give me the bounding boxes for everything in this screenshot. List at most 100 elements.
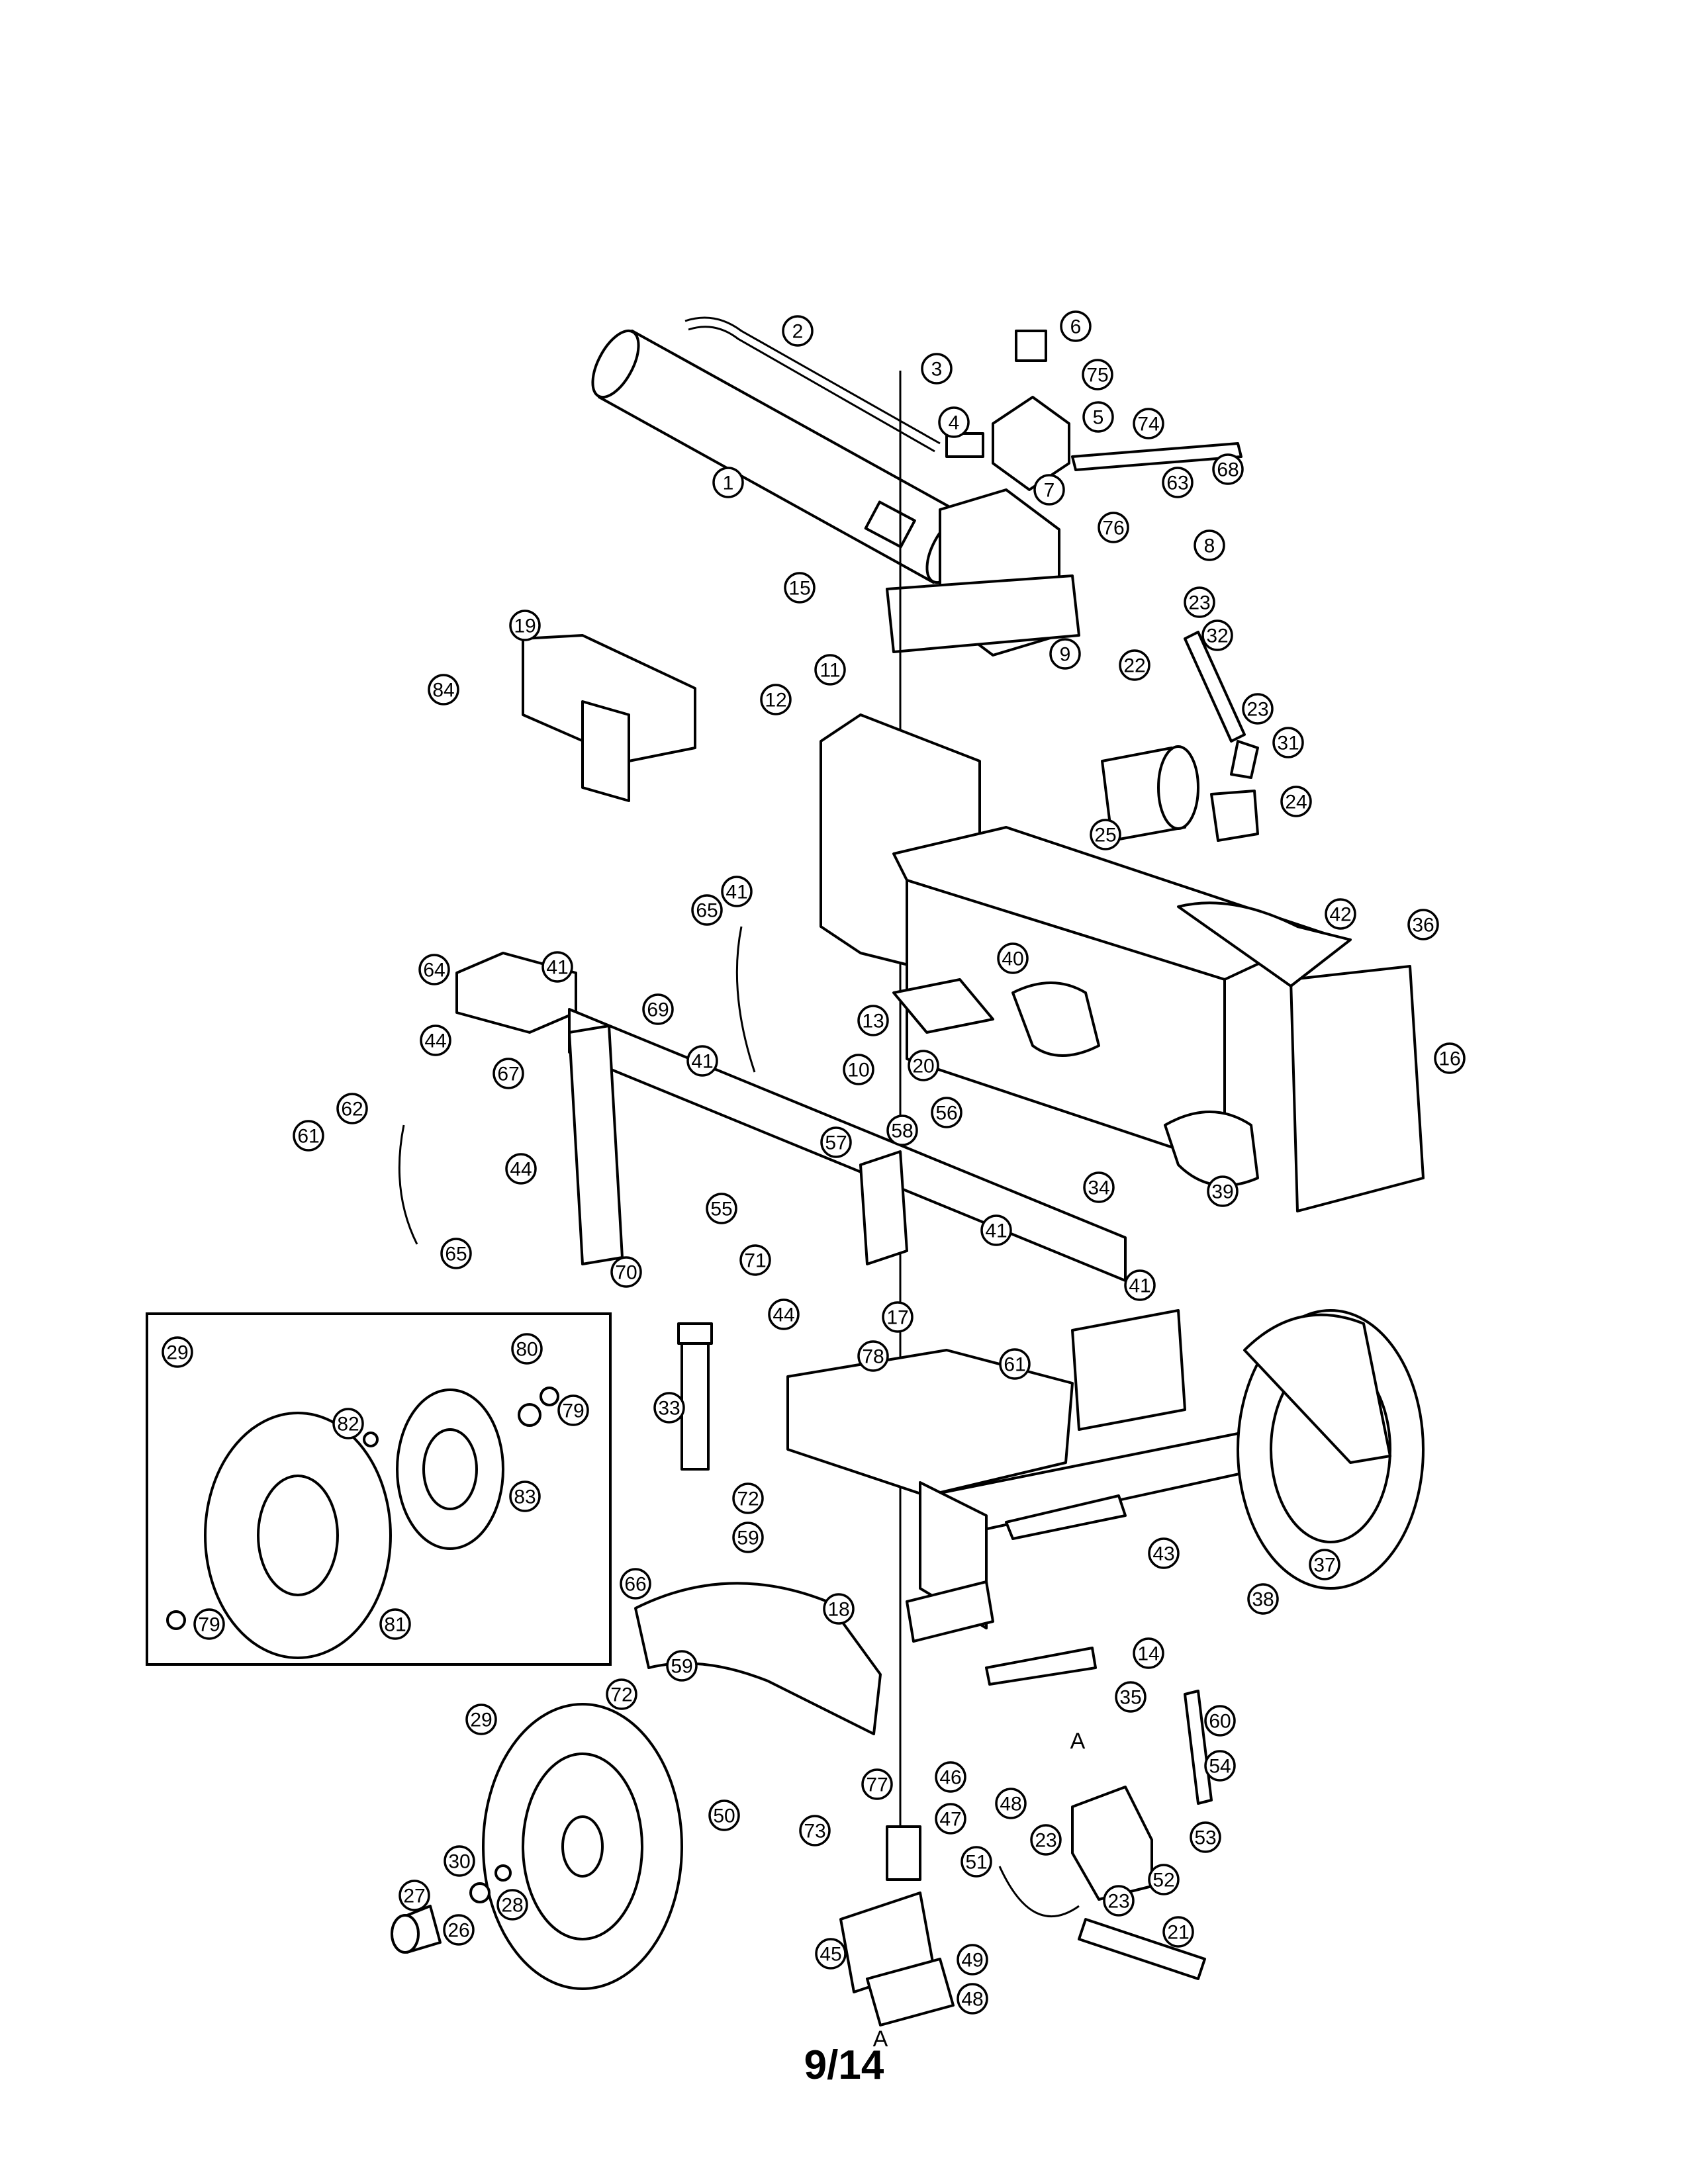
callout-circle (1033, 474, 1065, 506)
callout-circle (492, 1058, 524, 1089)
callout-number: 9 (1060, 644, 1071, 666)
callout-number: 76 (1102, 518, 1124, 539)
callout-number: 57 (825, 1132, 847, 1154)
callout-15: 15 (784, 572, 816, 604)
callout-circle (1212, 453, 1244, 485)
callout-circle (1190, 1821, 1221, 1853)
callout-23: 23 (1242, 693, 1274, 725)
callout-number: 44 (773, 1304, 794, 1326)
callout-number: 23 (1246, 699, 1268, 721)
callout-circle (784, 572, 816, 604)
callout-6: 6 (1060, 310, 1092, 342)
callout-64: 64 (418, 954, 450, 985)
callout-5: 5 (1082, 401, 1114, 433)
callout-circle (1201, 619, 1233, 651)
callout-number: 34 (1088, 1177, 1109, 1199)
callout-23: 23 (1030, 1824, 1062, 1856)
callout-number: 12 (765, 690, 786, 711)
callout-number: 5 (1093, 407, 1104, 429)
callout-circle (995, 1788, 1027, 1819)
callout-number: 22 (1123, 655, 1145, 677)
callout-number: 35 (1119, 1687, 1141, 1709)
callout-number: 33 (658, 1398, 680, 1420)
callout-circle (1103, 1885, 1135, 1917)
safety-chains (398, 926, 756, 1245)
callout-circle (1133, 408, 1164, 439)
callout-number: 49 (961, 1950, 983, 1972)
callout-number: 7 (1044, 480, 1055, 502)
callout-circle (935, 1761, 966, 1793)
callout-circle (997, 942, 1029, 974)
callout-72: 72 (732, 1482, 764, 1514)
log-guide-plate (522, 634, 696, 802)
hydraulic-tube (684, 316, 941, 453)
callout-circle (610, 1256, 642, 1288)
callout-29: 29 (162, 1336, 193, 1368)
callout-circle (1162, 467, 1194, 498)
callout-circle (606, 1678, 637, 1710)
callout-circle (886, 1115, 918, 1146)
callout-number: 23 (1188, 592, 1210, 614)
callout-number: 30 (448, 1851, 470, 1873)
callout-circle (620, 1568, 651, 1600)
callout-39: 39 (1207, 1175, 1239, 1207)
callout-circle (511, 1333, 543, 1365)
callout-number: 67 (497, 1064, 519, 1085)
callout-circle (465, 1704, 497, 1735)
callout-48: 48 (957, 1983, 988, 2015)
callout-circle (739, 1244, 771, 1276)
callout-40: 40 (997, 942, 1029, 974)
callout-circle (193, 1608, 225, 1640)
callout-number: 51 (965, 1852, 987, 1874)
callout-circle (399, 1880, 430, 1911)
callout-number: 19 (514, 615, 536, 637)
callout-circle (957, 1983, 988, 2015)
callout-number: 54 (1209, 1756, 1231, 1778)
callout-number: 68 (1217, 459, 1239, 481)
callout-9: 9 (1049, 638, 1081, 670)
callout-23: 23 (1103, 1885, 1135, 1917)
callout-81: 81 (379, 1608, 411, 1640)
callout-number: 48 (961, 1989, 983, 2011)
callout-number: 59 (671, 1656, 692, 1678)
callout-53: 53 (1190, 1821, 1221, 1853)
callout-1: 1 (712, 467, 744, 498)
callout-circle (861, 1768, 893, 1800)
callout-circle (509, 1480, 541, 1512)
callout-number: 44 (510, 1159, 532, 1181)
callout-number: 23 (1107, 1891, 1129, 1913)
callout-number: 29 (166, 1342, 188, 1364)
callout-68: 68 (1212, 453, 1244, 485)
callout-number: 28 (501, 1895, 523, 1917)
axle-frame (786, 1309, 1292, 1643)
callout-circle (1060, 310, 1092, 342)
callout-48: 48 (995, 1788, 1027, 1819)
callout-circle (1325, 898, 1356, 930)
stand-and-pump (839, 1494, 1213, 2026)
callout-43: 43 (1148, 1537, 1180, 1569)
callout-circle (444, 1845, 475, 1877)
callout-60: 60 (1204, 1705, 1236, 1737)
callout-41: 41 (980, 1214, 1012, 1246)
callout-circle (1204, 1750, 1236, 1782)
callout-61: 61 (999, 1348, 1031, 1380)
callout-number: 66 (624, 1574, 646, 1596)
callout-65: 65 (691, 894, 723, 926)
callout-circle (1247, 1583, 1279, 1615)
callout-number: 71 (744, 1250, 766, 1272)
callout-circle (686, 1045, 718, 1077)
callout-circle (336, 1093, 368, 1124)
callout-circle (1309, 1549, 1340, 1580)
callout-number: 62 (341, 1099, 363, 1120)
callout-82: 82 (332, 1408, 364, 1439)
callout-number: 29 (470, 1709, 492, 1731)
callout-17: 17 (882, 1301, 914, 1333)
callout-number: 40 (1002, 948, 1023, 970)
callout-58: 58 (886, 1115, 918, 1146)
callout-number: 23 (1035, 1830, 1056, 1852)
callout-61: 61 (293, 1120, 324, 1152)
callout-circle (1030, 1824, 1062, 1856)
callout-number: 46 (939, 1767, 961, 1789)
callout-number: 18 (827, 1599, 849, 1621)
